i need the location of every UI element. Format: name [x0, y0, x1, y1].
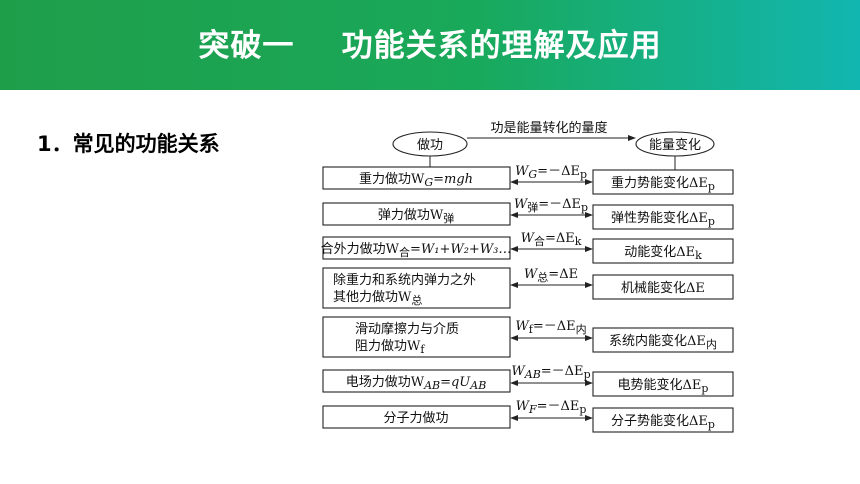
row3-left-box: [322, 236, 511, 260]
row2-right-box: [592, 204, 734, 230]
work-node-label: 做功: [417, 138, 443, 153]
row1-right-box: [592, 169, 734, 195]
row4-left-line2: 其他力做功W总: [333, 290, 422, 307]
row1-right-text: 重力势能变化ΔEp: [611, 175, 715, 193]
row4-left-line1: 除重力和系统内弹力之外: [333, 272, 476, 288]
row6-right-text: 电势能变化ΔEp: [618, 377, 709, 395]
row1-left-box: [322, 166, 511, 190]
row4-right-box: [592, 274, 734, 300]
row5-relation: Wf=－ΔE内: [515, 319, 586, 336]
row7-left-text: 分子力做功: [383, 411, 448, 426]
row6-right-box: [592, 371, 734, 397]
section-heading: 1．常见的功能关系: [37, 132, 220, 156]
row7-left-box: [322, 405, 511, 429]
energy-change-node-label: 能量变化: [649, 137, 701, 153]
row5-right-box: [592, 327, 734, 353]
row4-relation: W总=ΔE: [524, 267, 578, 284]
row3-right-box: [592, 238, 734, 264]
row1-relation: WG=－ΔEp: [515, 164, 587, 181]
row3-right-text: 动能变化ΔEk: [624, 244, 702, 262]
top-label: 功是能量转化的量度: [490, 120, 607, 136]
top-arrow-head: [628, 135, 636, 141]
row3-left-text: 合外力做功W合=W₁+W₂+W₃…: [321, 242, 512, 259]
row5-right-text: 系统内能变化ΔE内: [609, 333, 717, 351]
row5-left-line2: 阻力做功Wf: [355, 339, 425, 356]
page-title: 突破一 功能关系的理解及应用: [198, 28, 662, 64]
row7-right-box: [592, 407, 734, 433]
row4-right-text: 机械能变化ΔE: [621, 280, 705, 296]
row5-left-line1: 滑动摩擦力与介质: [355, 321, 459, 337]
row4-left-box: [322, 267, 511, 309]
row2-left-text: 弹力做功W弹: [378, 208, 454, 225]
row7-right-text: 分子势能变化ΔEp: [611, 413, 715, 431]
title-banner: [0, 0, 860, 90]
row3-relation: W合=ΔEk: [521, 231, 582, 248]
row6-left-text: 电场力做功WAB=qUAB: [346, 375, 487, 392]
row2-right-text: 弹性势能变化ΔEp: [611, 210, 715, 228]
row7-relation: WF=－ΔEp: [516, 399, 587, 416]
row2-left-box: [322, 202, 511, 226]
row6-relation: WAB=－ΔEp: [511, 364, 590, 381]
row5-left-box: [322, 316, 511, 358]
row6-left-box: [322, 369, 511, 393]
row2-relation: W弹=－ΔEp: [514, 197, 588, 214]
row1-left-text: 重力做功WG=mgh: [359, 171, 473, 189]
